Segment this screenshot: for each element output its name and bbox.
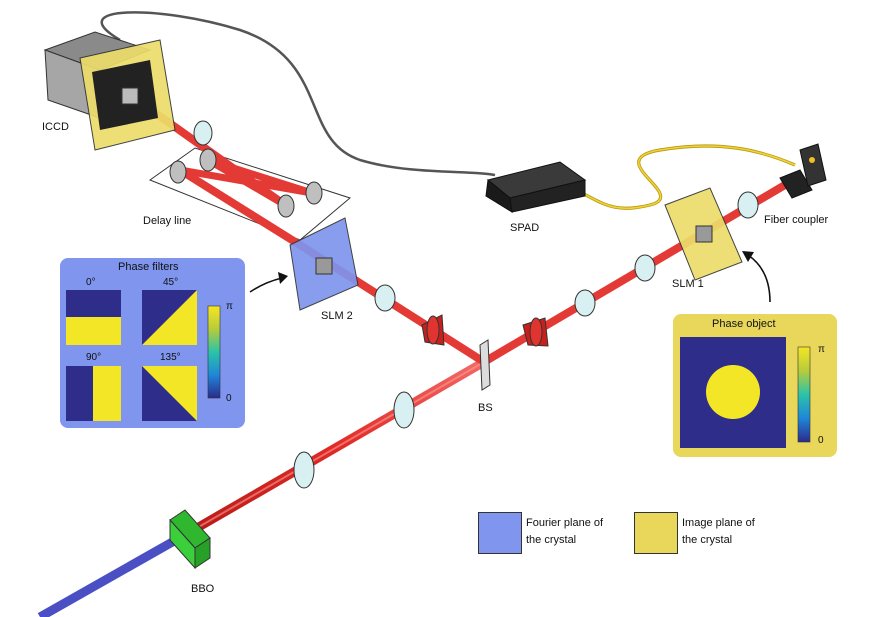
bbo-label: BBO (191, 583, 215, 595)
object-scale-max: π (818, 344, 825, 355)
legend-fourier-line1: Fourier plane of (526, 517, 604, 529)
legend-fourier-line2: the crystal (526, 534, 577, 546)
iccd-label: ICCD (42, 121, 69, 133)
lens (737, 191, 759, 219)
lens (634, 254, 656, 282)
legend-image-line2: the crystal (682, 534, 733, 546)
fiber-coupler (779, 143, 827, 199)
spad-detector (485, 161, 587, 213)
slm1-label: SLM 1 (672, 278, 704, 290)
delay-line-label: Delay line (143, 215, 192, 227)
phase-filters-arrow (249, 277, 283, 293)
phase-object-arrow (747, 254, 771, 303)
beam-slm2-delay (176, 166, 304, 249)
spad-label: SPAD (510, 222, 540, 234)
iccd-camera (43, 31, 176, 151)
phase-object-mask (680, 337, 811, 448)
pump-beam (37, 528, 193, 617)
phase-filter-masks (66, 290, 221, 421)
legend-image-swatch (634, 512, 678, 554)
filters-scale-min: 0 (226, 393, 232, 404)
iccd-cable (100, 11, 496, 177)
object-scale-min: 0 (818, 435, 824, 446)
filter (522, 317, 549, 347)
delay-mirror (169, 160, 187, 184)
bbo-crystal (169, 509, 211, 570)
phase-object-title: Phase object (712, 318, 776, 330)
delay-mirror (305, 181, 323, 205)
angle-label-135: 135° (160, 352, 181, 363)
lens (374, 284, 396, 312)
legend-image-line1: Image plane of (682, 517, 755, 529)
filters-scale-max: π (226, 301, 233, 312)
lens (574, 289, 596, 317)
lens (393, 391, 415, 429)
lens (193, 120, 213, 146)
slm2-label: SLM 2 (321, 310, 353, 322)
filter (421, 314, 445, 346)
bs-label: BS (478, 402, 493, 414)
beam-splitter (479, 339, 491, 391)
fiber-coupler-label: Fiber coupler (764, 214, 829, 226)
angle-label-90: 90° (86, 352, 102, 363)
delay-mirror (199, 148, 217, 172)
angle-label-45: 45° (163, 277, 179, 288)
legend-image-text: Image plane of the crystal (682, 515, 755, 549)
lens (293, 451, 315, 489)
legend-fourier-text: Fourier plane of the crystal (526, 515, 603, 549)
delay-mirror (277, 194, 295, 218)
angle-label-0: 0° (86, 277, 96, 288)
legend-fourier-swatch (478, 512, 522, 554)
phase-filters-title: Phase filters (118, 261, 179, 273)
